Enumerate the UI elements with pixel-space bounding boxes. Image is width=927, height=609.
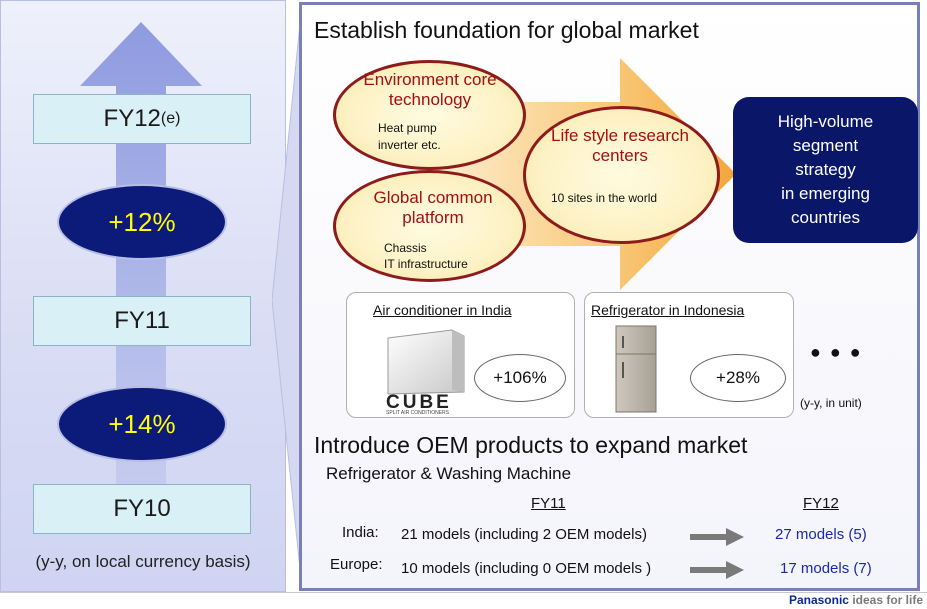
fy11-label: FY11 bbox=[114, 307, 170, 334]
global-platform-sub2: IT infrastructure bbox=[384, 257, 468, 271]
fy11-box: FY11 bbox=[33, 296, 251, 346]
panasonic-logo: Panasonic ideas for life bbox=[733, 593, 923, 607]
environment-tech-title: Environment core technology bbox=[363, 70, 497, 109]
refrigerator-icon bbox=[615, 325, 657, 413]
more-dots: ● ● ● bbox=[810, 342, 863, 362]
strategy-title: Establish foundation for global market bbox=[314, 17, 699, 43]
fy12-label: FY12 bbox=[103, 105, 161, 132]
left-note: (y-y, on local currency basis) bbox=[35, 552, 251, 571]
arrow-right-icon bbox=[690, 561, 744, 579]
lifestyle-research-sub: 10 sites in the world bbox=[551, 191, 658, 205]
oem-subtitle: Refrigerator & Washing Machine bbox=[326, 464, 572, 483]
row-europe-fy12: 17 models (7) bbox=[780, 560, 872, 577]
hv-line2: segment bbox=[792, 136, 859, 155]
fridge-indonesia-growth-value: +28% bbox=[716, 368, 760, 387]
fridge-indonesia-growth: +28% bbox=[690, 354, 786, 402]
panasonic-brand: Panasonic bbox=[788, 593, 849, 607]
row-india-fy12: 27 models (5) bbox=[775, 526, 867, 543]
lifestyle-research-oval bbox=[523, 106, 720, 244]
hv-line3: strategy bbox=[795, 160, 856, 179]
hv-line4: in emerging bbox=[781, 184, 870, 203]
ac-india-title: Air conditioner in India bbox=[373, 302, 512, 318]
fy12-suffix: (e) bbox=[160, 110, 181, 127]
cube-logo: CUBE bbox=[386, 392, 452, 413]
col-fy12: FY12 bbox=[803, 495, 839, 512]
unit-note: (y-y, in unit) bbox=[800, 396, 862, 410]
growth-fy12-value: +12% bbox=[108, 206, 176, 237]
global-platform-title: Global common platform bbox=[373, 188, 493, 227]
global-platform-oval bbox=[333, 170, 526, 282]
ac-india-growth-value: +106% bbox=[493, 368, 547, 387]
row-europe-region: Europe: bbox=[330, 556, 383, 573]
lifestyle-research-title: Life style research centers bbox=[551, 126, 689, 165]
arrow-right-icon bbox=[690, 528, 744, 546]
row-india-region: India: bbox=[342, 524, 379, 541]
growth-fy11-value: +14% bbox=[108, 408, 176, 439]
col-fy11: FY11 bbox=[531, 495, 566, 512]
environment-tech-oval bbox=[333, 60, 526, 170]
panasonic-tagline: ideas for life bbox=[852, 593, 923, 607]
cube-logo-sub: SPLIT AIR CONDITIONERS bbox=[386, 410, 449, 416]
fy12-box: FY12(e) bbox=[33, 94, 251, 144]
fridge-indonesia-title: Refrigerator in Indonesia bbox=[591, 302, 745, 318]
environment-tech-sub1: Heat pump bbox=[378, 121, 437, 135]
hv-line5: countries bbox=[791, 208, 860, 227]
fy10-box: FY10 bbox=[33, 484, 251, 534]
environment-tech-sub2: inverter etc. bbox=[378, 138, 441, 152]
fy10-label: FY10 bbox=[113, 495, 171, 522]
growth-arrow bbox=[80, 22, 202, 520]
oem-title: Introduce OEM products to expand market bbox=[314, 432, 748, 458]
growth-fy12-ellipse: +12% bbox=[57, 184, 227, 260]
high-volume-strategy-box: High-volume segment strategy in emerging… bbox=[733, 97, 918, 243]
footer-divider bbox=[0, 592, 927, 593]
global-platform-sub1: Chassis bbox=[384, 241, 427, 255]
ac-india-growth: +106% bbox=[474, 354, 566, 402]
row-europe-fy11: 10 models (including 0 OEM models ) bbox=[401, 560, 652, 577]
growth-fy11-ellipse: +14% bbox=[57, 386, 227, 462]
row-india-fy11: 21 models (including 2 OEM models) bbox=[401, 526, 647, 543]
air-conditioner-icon bbox=[387, 329, 465, 395]
hv-line1: High-volume bbox=[777, 112, 874, 131]
